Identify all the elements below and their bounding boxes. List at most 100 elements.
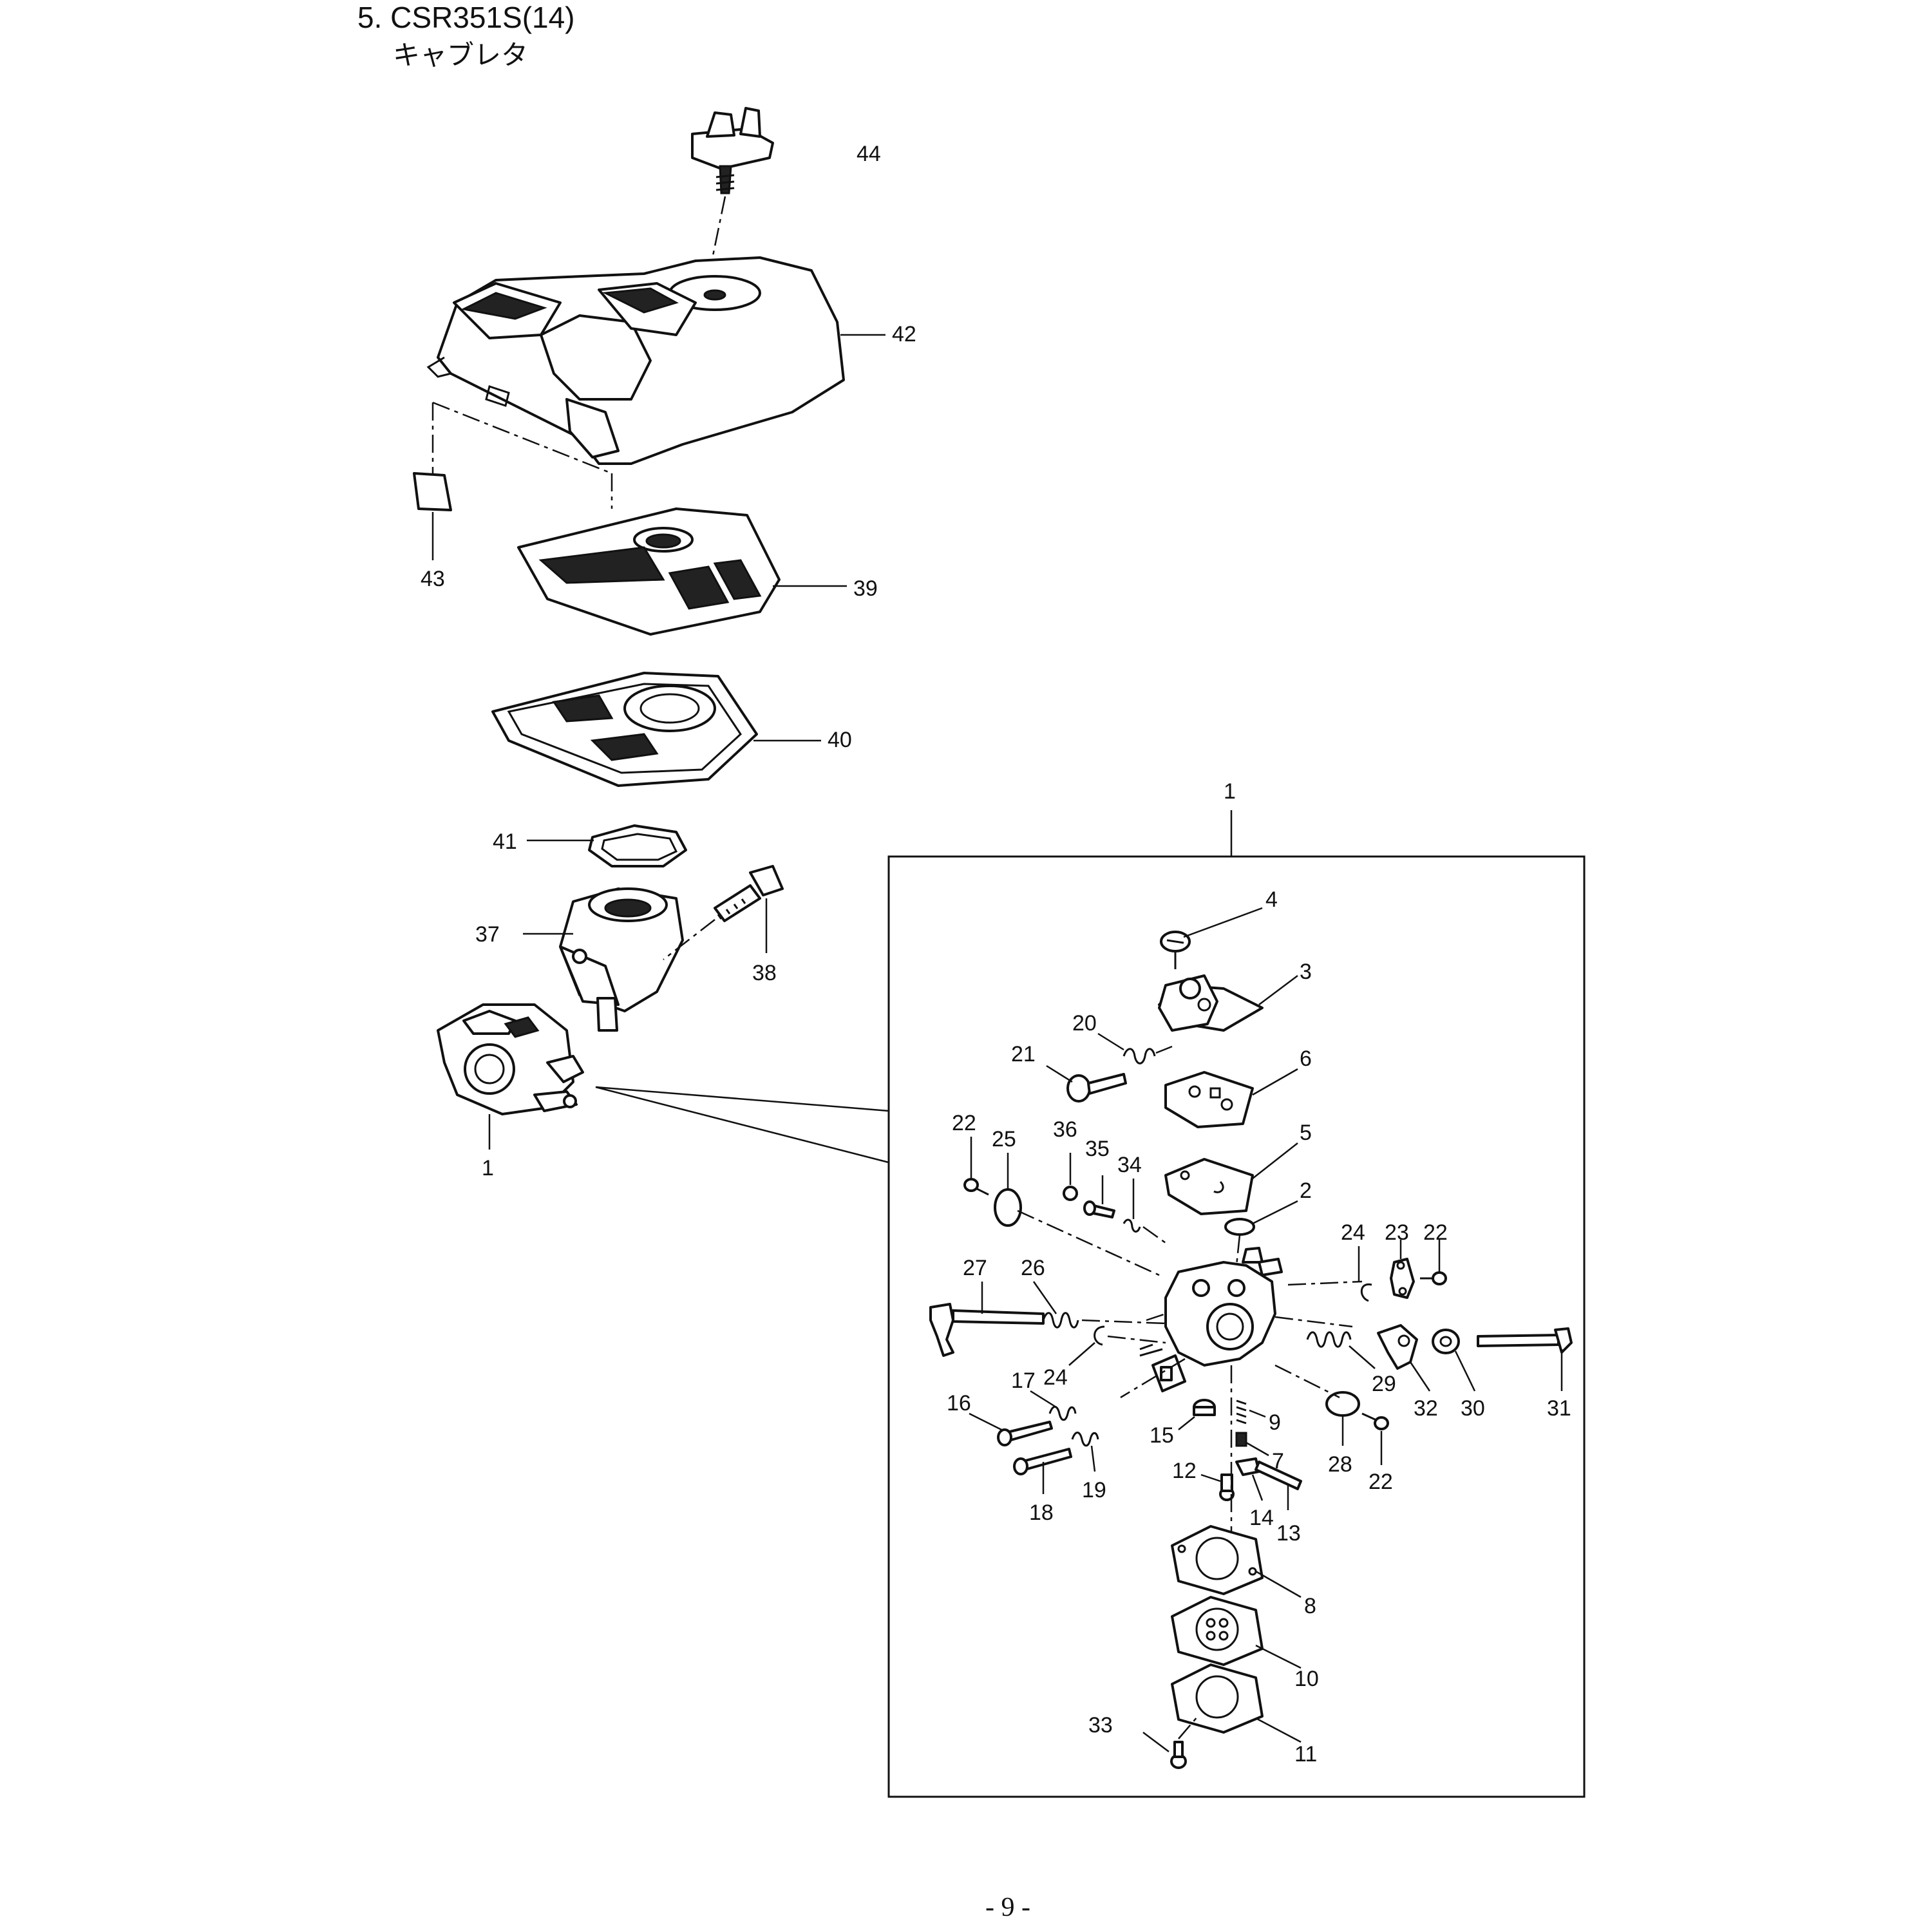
part-8-gasket [1171, 1525, 1302, 1598]
callout-1-assembly: 1 [482, 1156, 494, 1180]
callout-5: 5 [1300, 1121, 1312, 1145]
callout-15: 15 [1150, 1423, 1174, 1448]
part-41-gasket [527, 824, 687, 867]
part-28-disc [1274, 1364, 1360, 1446]
callout-22-lower-right: 22 [1368, 1470, 1393, 1494]
callout-44: 44 [857, 142, 881, 166]
callout-8: 8 [1304, 1594, 1316, 1618]
diagram-subtitle: キャブレタ [393, 39, 529, 71]
callout-11: 11 [1294, 1742, 1317, 1766]
part-5-gasket [1164, 1142, 1298, 1215]
callout-41: 41 [493, 829, 517, 854]
callout-28: 28 [1328, 1452, 1352, 1477]
part-39-air-filter [517, 507, 847, 636]
callout-36: 36 [1053, 1117, 1077, 1142]
callout-12: 12 [1172, 1459, 1197, 1483]
part-25-throttle-disc [994, 1153, 1160, 1276]
part-38-bolt [663, 865, 784, 960]
part-11-diaphragm-cover [1171, 1663, 1302, 1743]
callout-25: 25 [992, 1127, 1016, 1151]
part-22-screw-left [963, 1137, 989, 1196]
callout-24-upper: 24 [1341, 1220, 1365, 1245]
callout-34: 34 [1117, 1153, 1142, 1177]
part-21-screw [1046, 1065, 1127, 1103]
callout-6: 6 [1300, 1046, 1312, 1071]
part-16-needle [969, 1412, 1053, 1446]
callout-18: 18 [1029, 1501, 1054, 1525]
part-17-spring [1030, 1390, 1077, 1421]
callout-22-left: 22 [952, 1111, 976, 1135]
part-15-valve [1178, 1399, 1216, 1430]
callout-3: 3 [1300, 960, 1312, 984]
detail-link-line-top [595, 1086, 889, 1112]
callout-43: 43 [421, 567, 445, 591]
callout-29: 29 [1372, 1372, 1396, 1396]
callout-21: 21 [1011, 1042, 1036, 1066]
part-43-plate [413, 401, 613, 560]
part-42-top-cover [426, 256, 886, 465]
callout-13: 13 [1276, 1521, 1301, 1546]
part-44-knob [691, 107, 774, 294]
callout-31: 31 [1547, 1396, 1571, 1421]
part-4-screw [1160, 907, 1263, 969]
callout-38: 38 [752, 961, 777, 985]
part-32-throttle-lever [1377, 1324, 1431, 1392]
callout-23: 23 [1385, 1220, 1409, 1245]
part-23-lever [1390, 1240, 1415, 1299]
callout-14: 14 [1249, 1506, 1274, 1530]
part-3-pump-cover [1158, 974, 1298, 1032]
carburetor-detail-frame [887, 855, 1586, 1798]
detail-link-line-bottom [595, 1086, 889, 1164]
part-29-throttle-spring [1274, 1316, 1376, 1369]
callout-10: 10 [1294, 1667, 1319, 1691]
callout-40: 40 [828, 728, 852, 752]
callout-1-detail: 1 [1224, 779, 1236, 804]
part-40-filter-base [491, 672, 821, 787]
part-27-choke-shaft [929, 1282, 1045, 1357]
part-30-washer [1432, 1329, 1476, 1392]
part-36-ball [1063, 1153, 1078, 1201]
part-20-spring [1097, 1032, 1173, 1065]
callout-27: 27 [963, 1256, 987, 1280]
part-1-carburetor-assembly [437, 1003, 584, 1150]
part-26-choke-spring [1032, 1281, 1166, 1329]
part-7-needle [1235, 1432, 1269, 1457]
callout-32: 32 [1414, 1396, 1438, 1421]
part-34-spring [1122, 1179, 1166, 1244]
callout-26: 26 [1021, 1256, 1045, 1280]
callout-37: 37 [475, 922, 500, 947]
callout-7: 7 [1272, 1449, 1284, 1473]
part-33-screw [1142, 1716, 1198, 1769]
callout-2: 2 [1300, 1179, 1312, 1203]
part-13-pin [1255, 1461, 1302, 1510]
part-19-spring [1071, 1432, 1099, 1472]
part-24-e-ring-upper [1287, 1246, 1372, 1302]
part-12-screw [1200, 1473, 1235, 1501]
callout-9: 9 [1269, 1410, 1281, 1435]
part-37-adapter [523, 887, 684, 1032]
callout-22-upper-right: 22 [1423, 1220, 1448, 1245]
page-number: - 9 - [985, 1893, 1030, 1922]
callout-42: 42 [892, 322, 916, 346]
diagram-title: 5. CSR351S(14) [357, 1, 575, 34]
part-18-needle [1013, 1448, 1072, 1494]
callout-19: 19 [1082, 1478, 1106, 1502]
part-22-screw-upper-right [1420, 1240, 1447, 1285]
callout-17: 17 [1011, 1368, 1036, 1393]
callout-4: 4 [1265, 887, 1278, 912]
part-24-e-ring-lower [1068, 1325, 1166, 1366]
part-31-throttle-shaft [1477, 1327, 1573, 1391]
callout-39: 39 [853, 576, 878, 601]
part-2-filter-screen [1224, 1200, 1298, 1266]
part-9-spring [1236, 1399, 1266, 1425]
part-6-pump-diaphragm [1164, 1068, 1298, 1128]
callout-24-lower: 24 [1043, 1365, 1068, 1390]
callout-33: 33 [1088, 1713, 1113, 1738]
carburetor-body [1120, 1247, 1283, 1399]
callout-30: 30 [1461, 1396, 1485, 1421]
callout-20: 20 [1072, 1011, 1097, 1036]
part-10-metering-diaphragm [1171, 1596, 1302, 1669]
part-35-pin [1083, 1175, 1115, 1218]
